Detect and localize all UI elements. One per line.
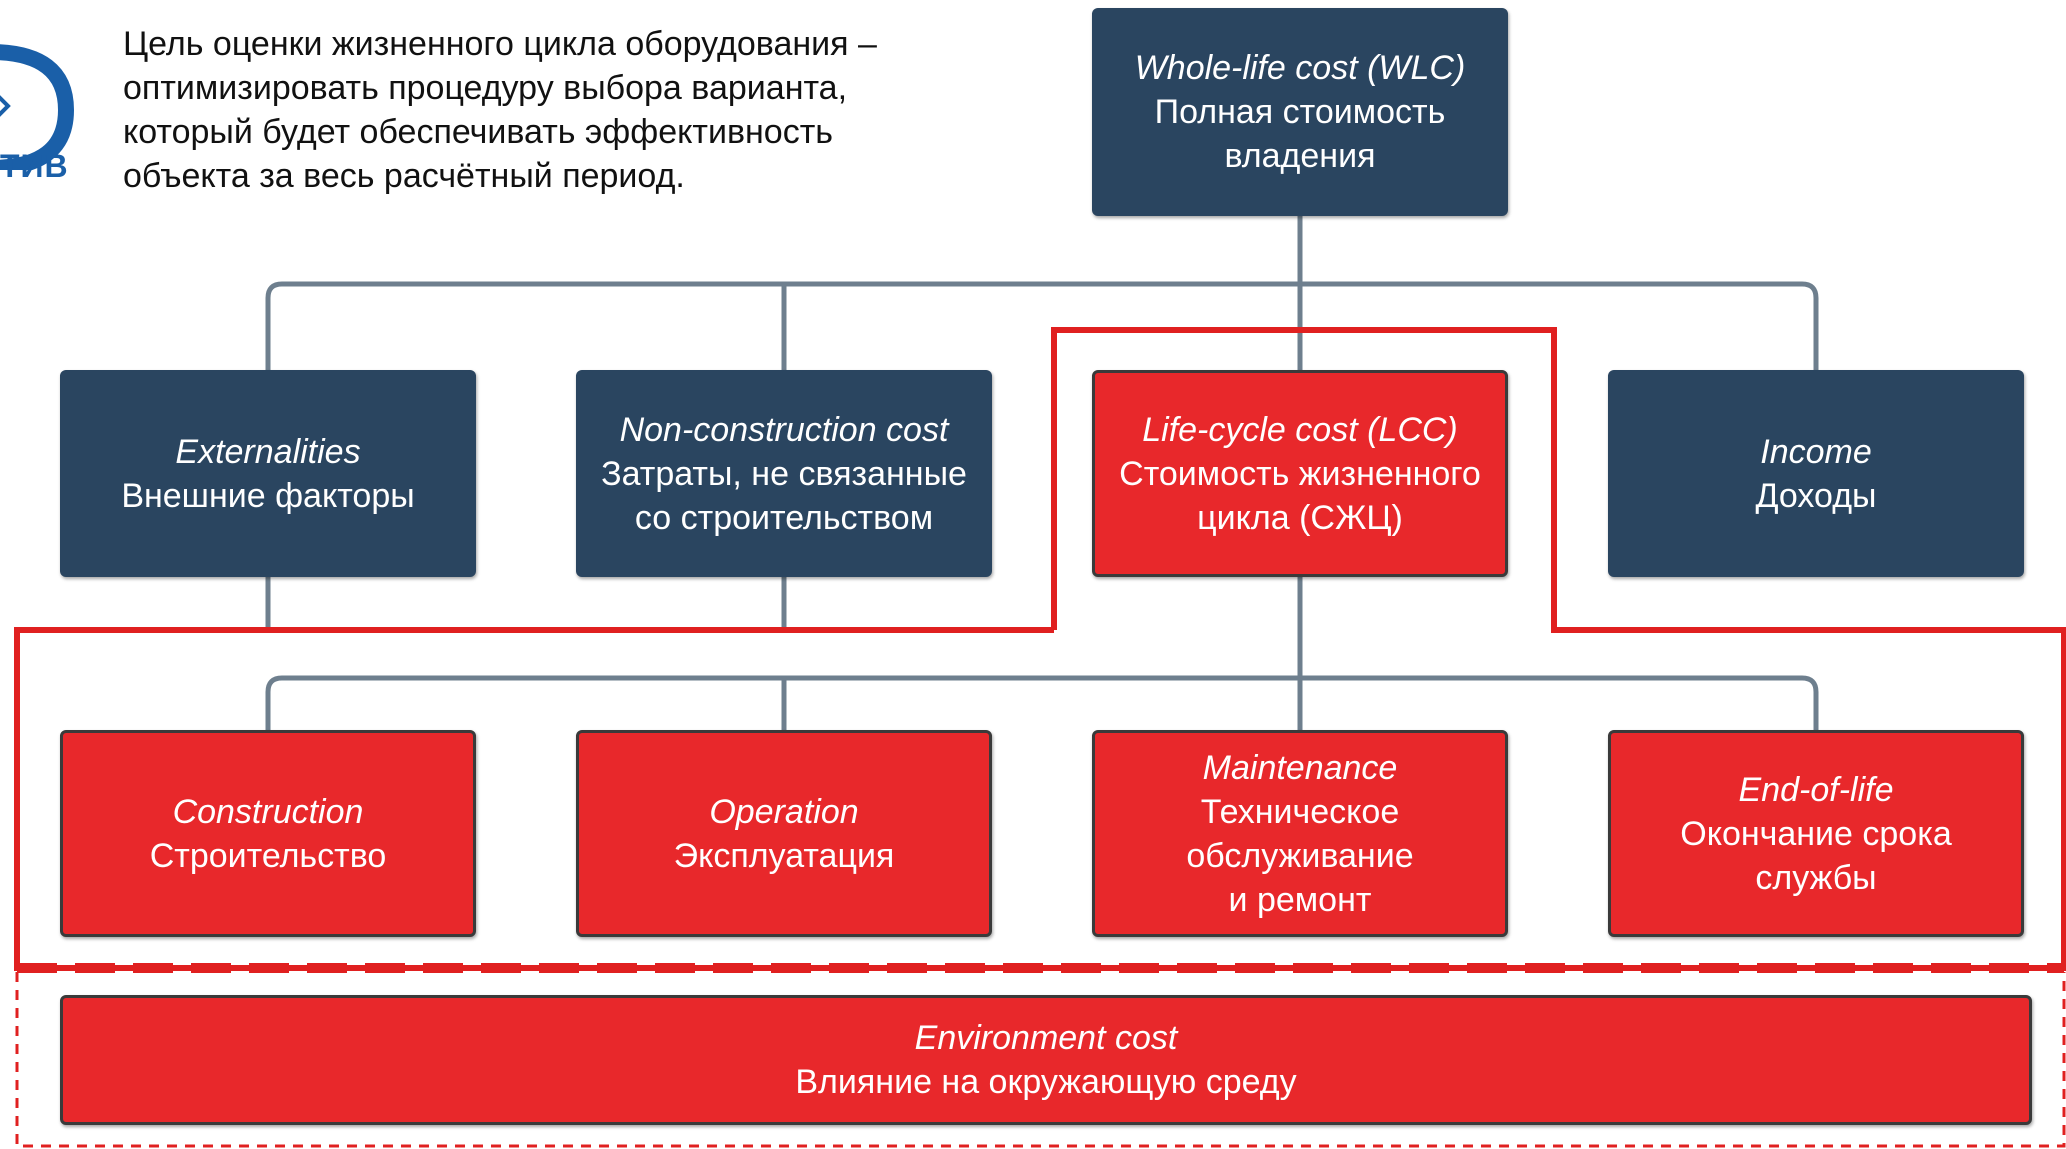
node-en-label: Whole-life cost (WLC) [1134,49,1466,87]
node-ru-label: обслуживание [1186,836,1414,875]
node-en-label: Life-cycle cost (LCC) [1142,410,1458,449]
node-en-label: Externalities [175,432,361,471]
intro-text: Цель оценки жизненного цикла оборудовани… [123,22,983,198]
node-en-label: Income [1760,432,1872,471]
node-ru-label: Окончание срока [1680,814,1952,853]
node-en-label: End-of-life [1738,770,1894,809]
intro-line: Цель оценки жизненного цикла оборудовани… [123,25,877,63]
node-end-of-life: End-of-life Окончание срока службы [1608,730,2024,937]
chevron-right-icon [0,95,11,117]
intro-line: который будет обеспечивать эффективность [123,113,833,151]
node-ru-label: и ремонт [1228,880,1372,919]
node-ru-label: цикла (СЖЦ) [1197,498,1403,537]
node-ru-label: Стоимость жизненного [1119,454,1481,493]
node-ru-label: Техническое [1200,792,1400,831]
node-en-label: Non-construction cost [619,410,949,449]
node-life-cycle-cost: Life-cycle cost (LCC) Стоимость жизненно… [1092,370,1508,577]
node-ru-label: Влияние на окружающую среду [795,1063,1297,1101]
node-en-label: Construction [172,792,364,831]
node-ru-label: Полная стоимость [1154,93,1446,131]
node-ru-label: Строительство [149,836,387,875]
node-maintenance: Maintenance Техническое обслуживание и р… [1092,730,1508,937]
node-ru-label: Эксплуатация [673,836,895,875]
node-ru-label: со строительством [634,498,934,537]
node-en-label: Maintenance [1202,748,1398,787]
node-construction: Construction Строительство [60,730,476,937]
logo-text: ТИВ [0,148,69,184]
node-en-label: Environment cost [914,1019,1178,1057]
node-ru-label: Внешние факторы [121,476,415,515]
node-ru-label: владения [1224,137,1376,175]
node-externalities: Externalities Внешние факторы [60,370,476,577]
logo [0,20,80,180]
node-en-label: Operation [709,792,859,831]
node-whole-life-cost: Whole-life cost (WLC) Полная стоимость в… [1092,8,1508,216]
node-operation: Operation Эксплуатация [576,730,992,937]
node-ru-label: Затраты, не связанные [601,454,967,493]
node-ru-label: Доходы [1755,476,1877,515]
node-income: Income Доходы [1608,370,2024,577]
intro-line: объекта за весь расчётный период. [123,157,685,195]
node-ru-label: службы [1755,858,1877,897]
node-environment-cost: Environment cost Влияние на окружающую с… [60,995,2032,1125]
logo-mark [0,44,75,176]
intro-line: оптимизировать процедуру выбора варианта… [123,69,848,107]
node-non-construction-cost: Non-construction cost Затраты, не связан… [576,370,992,577]
